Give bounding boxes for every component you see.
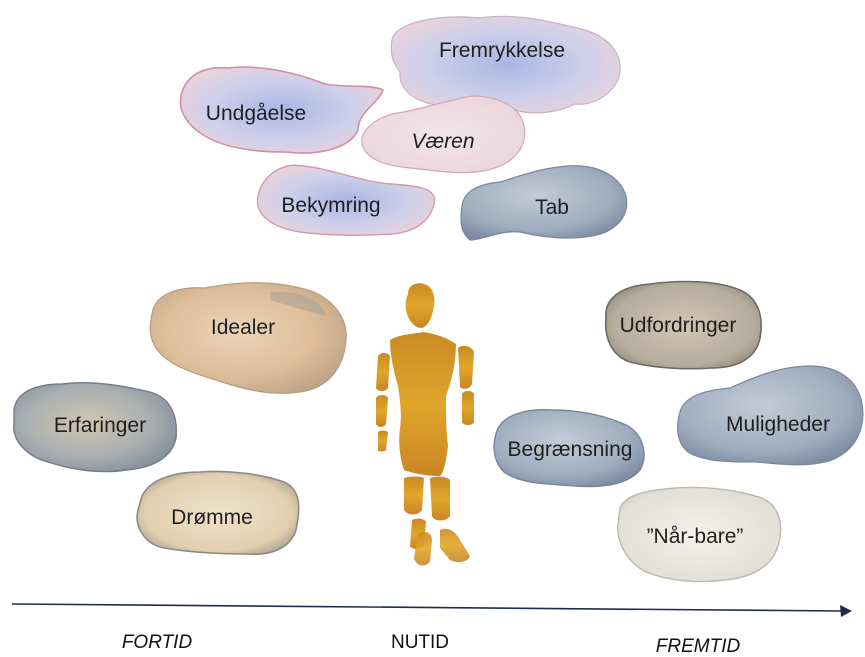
cloud-tab: Tab xyxy=(461,166,627,240)
label-bekymring: Bekymring xyxy=(281,194,380,217)
figure-left-hand xyxy=(378,431,388,452)
cloud-begraensning: Begrænsning xyxy=(494,410,644,487)
cloud-erfaringer: Erfaringer xyxy=(14,383,177,472)
label-idealer: Idealer xyxy=(211,316,275,339)
label-naar-bare: ”Når-bare” xyxy=(647,525,744,548)
cloud-naar-bare: ”Når-bare” xyxy=(618,487,781,581)
figure-left-arm-lower xyxy=(376,395,388,427)
cloud-udfordringer: Udfordringer xyxy=(606,282,761,369)
label-muligheder: Muligheder xyxy=(726,413,830,436)
label-tab: Tab xyxy=(535,196,569,219)
cloud-droemme: Drømme xyxy=(137,471,299,554)
cloud-idealer: Idealer xyxy=(150,283,346,394)
cloud-fremrykkelse: Fremrykkelse xyxy=(391,16,620,113)
label-fremrykkelse: Fremrykkelse xyxy=(439,39,565,62)
label-droemme: Drømme xyxy=(171,506,253,529)
figure-right-leg-upper xyxy=(430,477,450,521)
cloud-vaeren: Væren xyxy=(362,96,525,173)
label-fortid: FORTID xyxy=(122,632,193,653)
label-erfaringer: Erfaringer xyxy=(54,414,146,437)
figure-torso xyxy=(390,332,456,476)
cloud-undgaaelse: Undgåelse xyxy=(180,67,383,153)
timeline-arrowhead xyxy=(840,605,852,617)
cloud-muligheder: Muligheder xyxy=(678,366,863,465)
figure-left-leg-upper xyxy=(404,477,424,515)
figure-head xyxy=(406,283,435,328)
label-fremtid: FREMTID xyxy=(656,636,741,657)
figure-right-arm-lower xyxy=(462,391,474,425)
label-begraensning: Begrænsning xyxy=(508,438,633,461)
label-undgaaelse: Undgåelse xyxy=(206,102,306,125)
label-vaeren: Væren xyxy=(411,130,474,153)
label-nutid: NUTID xyxy=(391,632,449,653)
figure-right-foot xyxy=(440,529,470,562)
person-figure xyxy=(376,283,474,565)
label-udfordringer: Udfordringer xyxy=(620,314,737,337)
cloud-bekymring: Bekymring xyxy=(257,165,434,235)
timeline-axis xyxy=(12,604,852,617)
figure-left-arm-upper xyxy=(376,353,390,391)
timeline-line xyxy=(12,604,842,611)
figure-right-arm-upper xyxy=(458,346,474,389)
